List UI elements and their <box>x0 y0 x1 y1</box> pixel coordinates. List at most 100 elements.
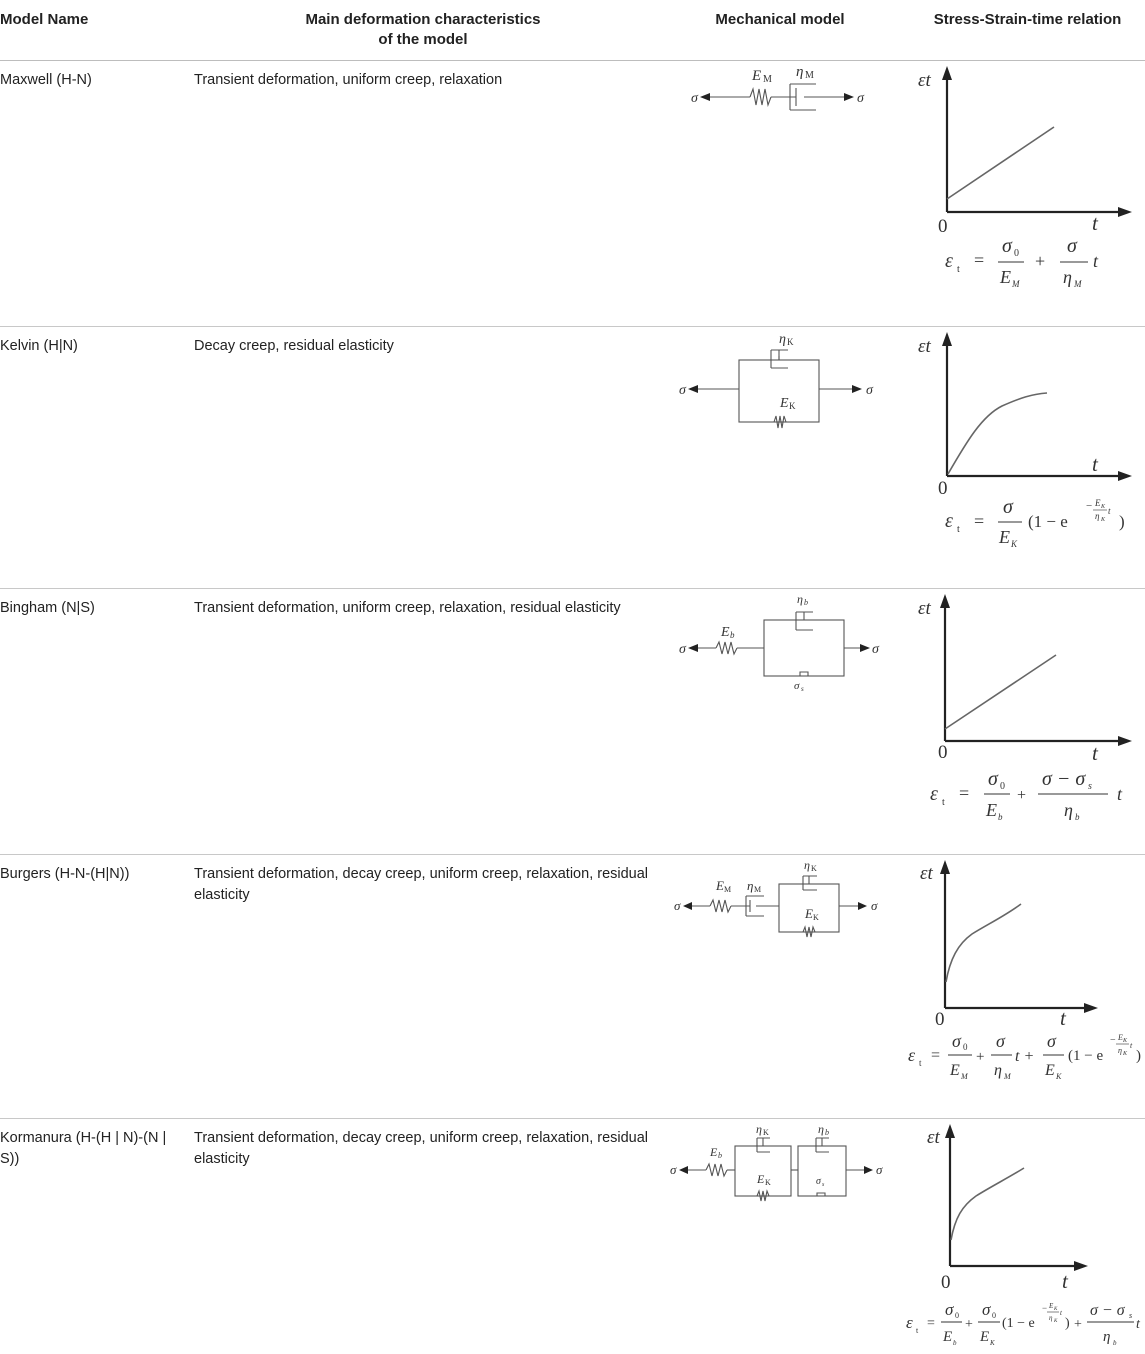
sigma-left-label: σ <box>691 91 699 106</box>
svg-text:): ) <box>1136 1048 1141 1064</box>
svg-text:=: = <box>959 783 969 803</box>
spring-sub: K <box>789 401 796 411</box>
table-row: Bingham (N|S) Transient deformation, uni… <box>0 588 1145 855</box>
svg-text:t: t <box>916 1326 919 1335</box>
mechanical-model-diagram: σ σ E b η K E K η b σ s <box>670 1122 883 1202</box>
svg-text:b: b <box>1075 812 1080 822</box>
deformation-characteristics: Transient deformation, uniform creep, re… <box>194 600 621 616</box>
sigma-left-label: σ <box>679 383 687 398</box>
y-axis-label: εt <box>918 336 931 357</box>
svg-text:t: t <box>919 1058 922 1068</box>
svg-text:η: η <box>1063 267 1072 287</box>
strain-time-graph: εt t 0 ε t = σ 0 E b + σ 0 E K (1 − e − … <box>906 1124 1141 1347</box>
y-axis-label: εt <box>920 863 933 884</box>
svg-text:0: 0 <box>992 1311 996 1320</box>
spring-label-2: E <box>804 906 813 921</box>
y-axis-label: εt <box>918 70 931 91</box>
x-axis-label: t <box>1092 452 1099 476</box>
spring-label: E <box>779 396 789 411</box>
header-stress-strain-time: Stress-Strain-time relation <box>933 11 1122 28</box>
deformation-characteristics: Decay creep, residual elasticity <box>194 338 394 354</box>
svg-text:−: − <box>1086 500 1092 512</box>
sigma-right-label: σ <box>871 898 878 913</box>
svg-text:K: K <box>1122 1051 1128 1057</box>
table-header: Model Name Main deformation characterist… <box>0 0 1145 61</box>
svg-text:σ: σ <box>1047 1031 1057 1051</box>
svg-text:η: η <box>1118 1046 1122 1055</box>
svg-text:σ: σ <box>945 1300 954 1319</box>
svg-text:(1 − e: (1 − e <box>1068 1048 1103 1064</box>
svg-text:−: − <box>1110 1035 1116 1046</box>
slider-sub: s <box>822 1182 825 1188</box>
model-name: Bingham (N|S) <box>0 600 95 616</box>
svg-text:σ: σ <box>996 1031 1006 1051</box>
svg-text:=: = <box>974 511 984 531</box>
svg-text:K: K <box>989 1339 995 1347</box>
slider-sub: s <box>801 685 804 693</box>
svg-text:−: − <box>1042 1303 1047 1313</box>
svg-text:0: 0 <box>955 1311 959 1320</box>
svg-text:M: M <box>1073 279 1082 289</box>
svg-text:K: K <box>1010 539 1018 549</box>
origin-label: 0 <box>938 742 948 763</box>
svg-text:M: M <box>960 1072 969 1081</box>
svg-text:t: t <box>1117 784 1123 804</box>
spring-sub: b <box>718 1151 722 1160</box>
model-name: Burgers (H-N-(H|N)) <box>0 866 130 882</box>
sigma-left-label: σ <box>679 642 687 657</box>
svg-text:s: s <box>1129 1311 1132 1320</box>
model-name: Kelvin (H|N) <box>0 338 78 354</box>
dashpot-sub: K <box>763 1128 769 1137</box>
dashpot-label: η <box>756 1122 762 1136</box>
model-name: Maxwell (H-N) <box>0 72 92 88</box>
formula: ε t = σ E K (1 − e − E K η K t ) <box>945 496 1125 549</box>
mechanical-model-diagram: σ σ E K η K <box>679 332 874 429</box>
formula: ε t = σ 0 E M + σ η M t + σ E K (1 − e −… <box>908 1031 1141 1081</box>
spring-sub-2: K <box>813 913 819 922</box>
svg-text:K: K <box>1053 1307 1058 1312</box>
header-desc-line2: of the model <box>378 31 468 48</box>
dashpot-sub-2: K <box>811 864 817 873</box>
svg-text:): ) <box>1065 1316 1070 1331</box>
sigma-right-label: σ <box>857 91 865 106</box>
svg-text:η: η <box>1064 800 1073 820</box>
svg-text:t: t <box>1108 506 1111 516</box>
svg-text:σ: σ <box>952 1031 962 1051</box>
svg-text:0: 0 <box>1014 248 1019 259</box>
spring-label: E <box>715 878 724 893</box>
dashpot-label: η <box>747 878 753 893</box>
svg-text:E: E <box>1094 498 1101 508</box>
svg-text:σ: σ <box>982 1300 991 1319</box>
origin-label: 0 <box>935 1009 945 1030</box>
svg-text:E: E <box>999 267 1011 287</box>
svg-text:(1 − e: (1 − e <box>1028 512 1068 531</box>
dashpot-label: η <box>797 592 803 606</box>
svg-text:t: t <box>957 524 960 535</box>
strain-curve <box>950 1167 1025 1241</box>
svg-text:ε: ε <box>930 783 938 805</box>
origin-label: 0 <box>941 1272 951 1293</box>
table-row: Burgers (H-N-(H|N)) Transient deformatio… <box>0 854 1145 1119</box>
sigma-right-label: σ <box>872 642 880 657</box>
spring-sub-2: K <box>765 1178 771 1187</box>
slider-label: σ <box>794 680 800 692</box>
svg-text:K: K <box>1053 1319 1058 1324</box>
dashpot-label-2: η <box>818 1122 824 1136</box>
svg-text:M: M <box>1011 279 1020 289</box>
svg-text:η: η <box>1095 511 1100 521</box>
svg-text:t: t <box>1060 1309 1063 1317</box>
svg-text:M: M <box>1003 1072 1012 1081</box>
x-axis-label: t <box>1060 1006 1067 1030</box>
svg-text:+: + <box>1035 251 1045 271</box>
table-row: Maxwell (H-N) Transient deformation, uni… <box>0 60 1145 327</box>
svg-text:σ − σ: σ − σ <box>1042 768 1086 790</box>
svg-text:): ) <box>1119 512 1125 531</box>
dashpot-label: η <box>796 64 803 80</box>
svg-text:ε: ε <box>945 250 953 272</box>
origin-label: 0 <box>938 216 948 237</box>
sigma-left-label: σ <box>670 1162 677 1177</box>
svg-text:b: b <box>998 812 1003 822</box>
dashpot-sub: b <box>804 598 808 607</box>
strain-time-graph: εt t 0 ε t = σ E K (1 − e − E K η K t ) <box>918 332 1132 549</box>
formula: ε t = σ 0 E b + σ 0 E K (1 − e − E K η K… <box>906 1300 1141 1347</box>
